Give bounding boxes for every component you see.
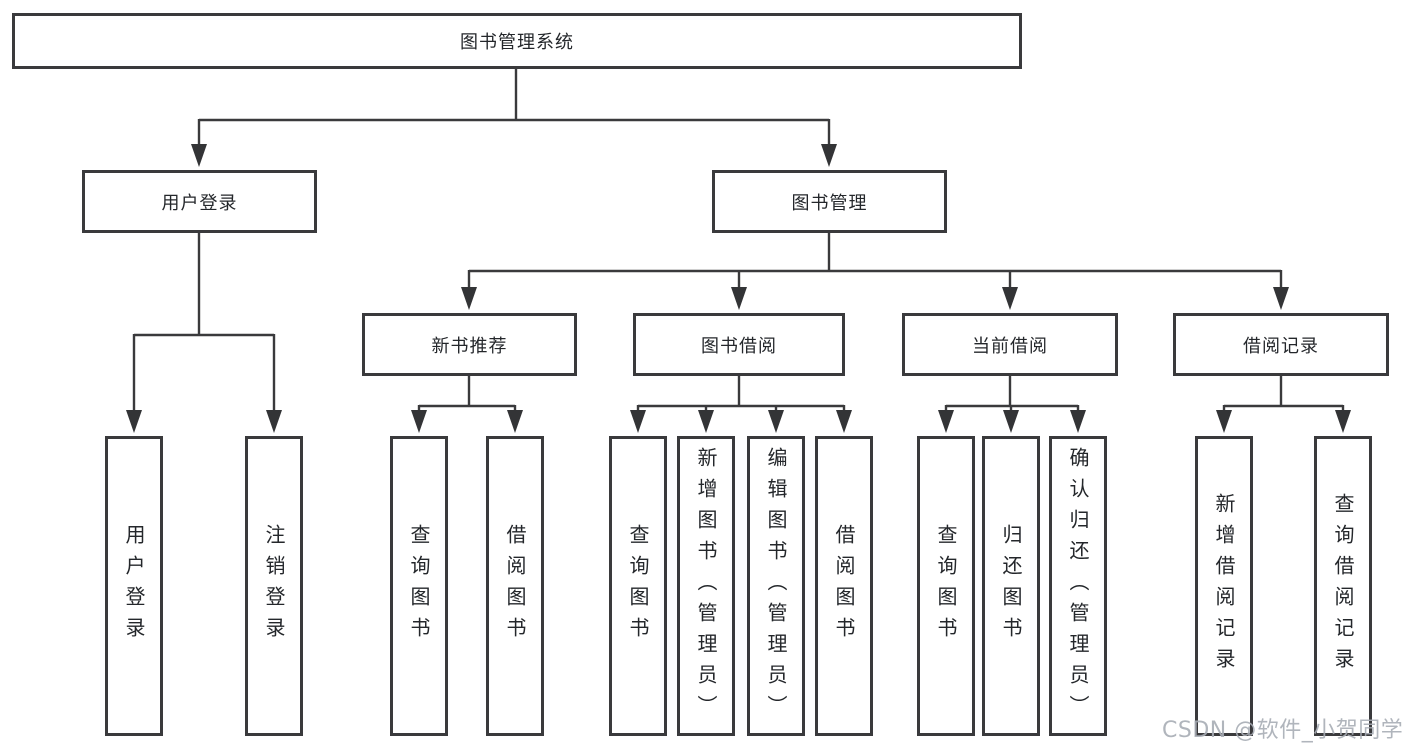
arrow-down-icon [126,410,142,433]
node-current-borrowing: 当前借阅 [902,313,1118,376]
leaf-label: 查询图书 [626,524,650,648]
leaf-edit-book-admin: 编辑图书（管理员） [747,436,805,736]
node-book-borrowing: 图书借阅 [633,313,845,376]
leaf-borrow-books: 借阅图书 [815,436,873,736]
arrow-down-icon [1070,410,1086,433]
leaf-label: 确认归还（管理员） [1066,446,1090,726]
node-library-management-system: 图书管理系统 [12,13,1022,69]
connector-new-book-to-leaves [411,376,523,433]
leaf-label: 用户登录 [122,524,146,648]
connector-root-to-level2 [191,69,837,167]
leaf-label: 借阅图书 [503,524,527,648]
leaf-query-books: 查询图书 [609,436,667,736]
arrow-down-icon [698,410,714,433]
leaf-label: 新增借阅记录 [1212,493,1236,679]
arrow-down-icon [731,287,747,310]
arrow-down-icon [461,287,477,310]
node-label: 借阅记录 [1243,335,1319,357]
arrow-down-icon [1003,410,1019,433]
node-borrowing-records: 借阅记录 [1173,313,1389,376]
leaf-return-book: 归还图书 [982,436,1040,736]
arrow-down-icon [1216,410,1232,433]
arrow-down-icon [266,410,282,433]
leaf-label: 注销登录 [262,524,286,648]
leaf-label: 查询图书 [934,524,958,648]
leaf-borrow-books: 借阅图书 [486,436,544,736]
connector-book-mgmt-to-level3 [461,233,1289,310]
arrow-down-icon [821,144,837,167]
leaf-add-book-admin: 新增图书（管理员） [677,436,735,736]
leaf-label: 编辑图书（管理员） [764,446,788,726]
node-label: 用户登录 [161,192,238,214]
leaf-label: 查询图书 [407,524,431,648]
leaf-logout: 注销登录 [245,436,303,736]
arrow-down-icon [191,144,207,167]
csdn-watermark: CSDN @软件_小贺同学 [1162,718,1404,743]
node-label: 新书推荐 [431,335,508,357]
arrow-down-icon [768,410,784,433]
arrow-down-icon [411,410,427,433]
node-book-management: 图书管理 [712,170,947,233]
arrow-down-icon [630,410,646,433]
leaf-query-borrow-record: 查询借阅记录 [1314,436,1372,736]
node-new-book-recommendation: 新书推荐 [362,313,577,376]
leaf-label: 借阅图书 [832,524,856,648]
node-label: 当前借阅 [972,335,1048,357]
arrow-down-icon [1335,410,1351,433]
leaf-user-login: 用户登录 [105,436,163,736]
node-label: 图书管理系统 [460,32,574,53]
arrow-down-icon [1273,287,1289,310]
leaf-label: 新增图书（管理员） [694,446,718,726]
leaf-query-books: 查询图书 [390,436,448,736]
connector-user-login-to-leaves [126,233,282,433]
connector-book-borrow-to-leaves [630,376,852,433]
node-label: 图书管理 [791,192,868,214]
leaf-confirm-return-admin: 确认归还（管理员） [1049,436,1107,736]
arrow-down-icon [836,410,852,433]
leaf-label: 归还图书 [999,524,1023,648]
leaf-query-books: 查询图书 [917,436,975,736]
arrow-down-icon [1002,287,1018,310]
node-user-login: 用户登录 [82,170,317,233]
connector-current-borrow-to-leaves [938,376,1086,433]
arrow-down-icon [938,410,954,433]
leaf-label: 查询借阅记录 [1331,493,1355,679]
connector-borrow-records-to-leaves [1216,376,1351,433]
leaf-add-borrow-record: 新增借阅记录 [1195,436,1253,736]
arrow-down-icon [507,410,523,433]
node-label: 图书借阅 [701,335,777,357]
